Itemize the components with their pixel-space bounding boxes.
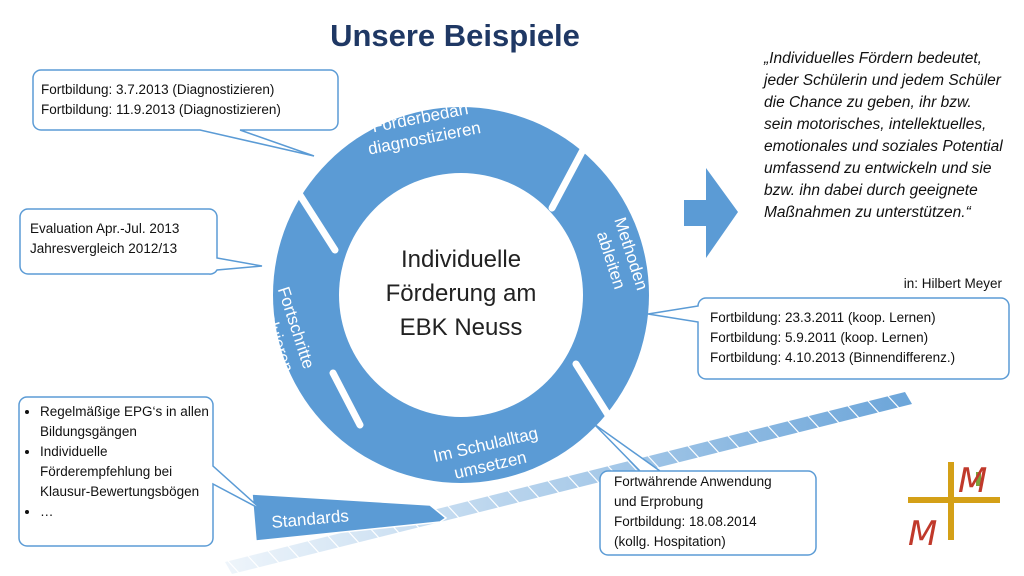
callout-line: (kollg. Hospitation) [614,534,726,549]
callout-diagnose: Fortbildung: 3.7.2013 (Diagnostizieren) … [41,80,281,120]
list-item: … [40,502,212,522]
right-arrow [684,168,738,258]
callout-line: Evaluation Apr.-Jul. 2013 [30,221,180,236]
list-item: Regelmäßige EPG‘s in allen Bildungsgänge… [40,402,212,442]
callout-line: Jahresvergleich 2012/13 [30,241,178,256]
logo-letter-top: M [958,461,987,501]
callout-evaluation-shape [19,208,263,275]
callout-line: Fortwährende Anwendung [614,474,772,489]
cycle-ring [273,107,649,483]
standards-list: Regelmäßige EPG‘s in allen Bildungsgänge… [26,402,212,522]
callout-standards-shape [18,396,263,547]
list-item: Individuelle Förderempfehlung bei Klausu… [40,442,212,502]
callout-methoden-shape [647,297,1010,380]
callout-line: Fortbildung: 23.3.2011 (koop. Lernen) [710,310,936,325]
callout-schulalltag-shape [593,423,817,556]
quote-author: in: Hilbert Meyer [903,276,1002,291]
center-line: EBK Neuss [399,314,523,341]
callout-line: Fortbildung: 3.7.2013 (Diagnostizieren) [41,82,275,97]
callout-line: und Erprobung [614,494,704,509]
callout-evaluation: Evaluation Apr.-Jul. 2013 Jahresvergleic… [30,219,179,259]
callout-schulalltag: Fortwährende Anwendung und Erprobung For… [614,472,772,552]
callout-methoden: Fortbildung: 23.3.2011 (koop. Lernen) Fo… [710,308,955,368]
standards-arrow [251,493,448,542]
quote-text: „Individuelles Fördern bedeutet, jeder S… [764,50,1003,221]
callout-standards: Regelmäßige EPG‘s in allen Bildungsgänge… [26,402,212,522]
callout-line: Fortbildung: 18.08.2014 [614,514,757,529]
callout-line: Fortbildung: 11.9.2013 (Diagnostizieren) [41,102,281,117]
callout-line: Fortbildung: 5.9.2011 (koop. Lernen) [710,330,929,345]
ebk-logo: M M [908,461,1000,554]
cycle-center-label: Individuelle Förderung am EBK Neuss [356,243,566,345]
page-title: Unsere Beispiele [330,18,580,53]
center-line: Individuelle [400,246,522,273]
logo-letter-bottom: M [908,514,937,554]
callout-diagnose-shape [32,69,339,157]
callout-line: Fortbildung: 4.10.2013 (Binnendifferenz.… [710,350,956,365]
center-line: Förderung am [385,280,537,307]
